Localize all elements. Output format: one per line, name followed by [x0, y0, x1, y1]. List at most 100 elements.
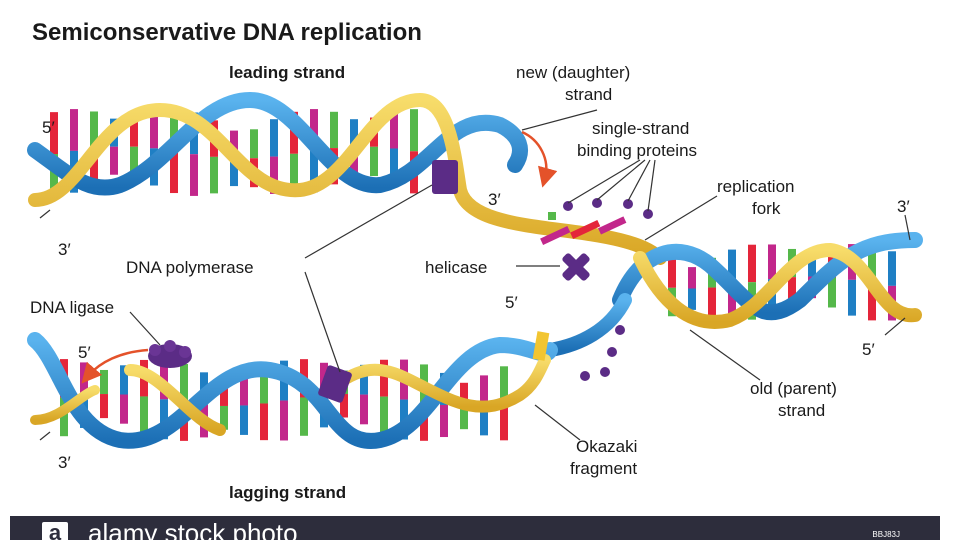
base-pair-rung: [290, 153, 298, 196]
base-pair-rung: [440, 404, 448, 438]
ssb-label-line2: binding proteins: [577, 141, 697, 160]
base-pair-rung: [688, 267, 696, 289]
base-pair-rung: [190, 154, 198, 196]
base-pair-rung: [70, 109, 78, 151]
base-pair-rung: [708, 287, 716, 318]
leading-new-strand-ribbon: [27, 91, 528, 196]
diagram-title: Semiconservative DNA replication: [32, 19, 422, 46]
base-pair-rung: [688, 288, 696, 310]
base-pair-rung: [90, 111, 98, 149]
base-pair-rung: [390, 110, 398, 149]
base-pair-rung: [370, 146, 378, 177]
base-pair-rung: [270, 119, 278, 157]
base-pair-rung: [150, 111, 158, 149]
end-label-leading-left-bottom: 3′: [58, 240, 71, 259]
end-label-parent-right-top: 3′: [897, 197, 910, 216]
base-pair-rung: [360, 394, 368, 425]
base-pair-rung: [828, 277, 836, 308]
new-strand-label-line2: strand: [565, 85, 612, 104]
base-pair-rung: [170, 151, 178, 194]
lagging-new-strand-ribbon: [324, 354, 551, 413]
base-pair-rung: [480, 405, 488, 436]
lagging-old-strand-ribbon: [27, 332, 558, 449]
base-pair-rung: [728, 285, 736, 321]
base-pair-rung: [460, 382, 468, 406]
alamy-logo: a: [42, 522, 68, 544]
fork-single-strand-bases: [540, 212, 627, 245]
base-pair-rung: [170, 109, 178, 152]
base-pair-rung: [340, 394, 348, 418]
stock-photo-footer: a alamy stock photo BBJ83J: [10, 516, 940, 546]
end-label-lagging-left-top: 5′: [78, 343, 91, 362]
base-pair-rung: [848, 279, 856, 316]
lagging-strand-helix: [27, 331, 558, 449]
okazaki-label-line2: fragment: [570, 459, 637, 478]
single-strand-binding-proteins: [563, 198, 653, 381]
leading-direction-arrow: [521, 130, 558, 188]
base-pair-rung: [310, 109, 318, 151]
dna-polymerase-lagging: [318, 365, 352, 403]
base-pair-rung: [270, 156, 278, 194]
base-pair-rung: [728, 249, 736, 286]
base-pair-rung: [768, 244, 776, 280]
base-pair-rung: [120, 365, 128, 395]
base-pair-rung: [300, 397, 308, 436]
base-pair-rung: [50, 112, 58, 155]
helicase-enzyme: [562, 253, 590, 281]
base-pair-rung: [110, 146, 118, 175]
base-pair-rung: [410, 109, 418, 152]
lagging-strand-label: lagging strand: [229, 483, 346, 502]
footer-text: alamy stock photo: [88, 518, 298, 548]
image-code: BBJ83J: [872, 530, 900, 539]
end-label-leading-new-end: 3′: [488, 190, 501, 209]
base-pair-rung: [788, 277, 796, 306]
base-pair-rung: [120, 394, 128, 424]
base-pair-rung: [350, 119, 358, 147]
base-pair-rung: [280, 400, 288, 441]
base-pair-rung: [888, 251, 896, 286]
base-pair-rung: [220, 382, 228, 406]
lagging-fork-fragment: [532, 331, 550, 361]
dna-ligase-label: DNA ligase: [30, 298, 114, 317]
parent-gold-strand-ribbon: [633, 242, 922, 329]
base-pair-rung: [100, 394, 108, 419]
base-pair-rung: [330, 111, 338, 149]
base-pair-rung: [230, 158, 238, 187]
base-pair-rung: [160, 399, 168, 440]
end-label-lagging-fork-end: 5′: [505, 293, 518, 312]
base-pair-rung: [390, 148, 398, 187]
ssb-label-line1: single-strand: [592, 119, 689, 138]
base-pair-rung: [210, 156, 218, 194]
fork-split-strand: [543, 293, 632, 357]
parent-helix: [543, 232, 923, 357]
base-pair-rung: [260, 403, 268, 441]
base-pair-rung: [868, 245, 876, 283]
base-pair-rung: [360, 364, 368, 395]
base-pair-rung: [100, 369, 108, 395]
leader-lines: [39, 109, 911, 441]
base-pair-rung: [240, 405, 248, 435]
base-pair-rung: [380, 359, 388, 397]
base-pair-rung: [60, 397, 68, 437]
dna-polymerase-label: DNA polymerase: [126, 258, 254, 277]
base-pair-rung: [868, 282, 876, 321]
base-pair-rung: [130, 118, 138, 147]
base-pair-rung: [230, 130, 238, 159]
lagging-left-new-ribbon: [30, 385, 100, 425]
end-label-leading-left-top: 5′: [42, 118, 55, 137]
base-pair-rung: [460, 405, 468, 430]
base-pair-rung: [260, 366, 268, 404]
base-pair-rung: [748, 244, 756, 283]
okazaki-fragment-ribbon: [124, 364, 226, 436]
base-pair-rung: [240, 376, 248, 406]
base-pair-rung: [90, 148, 98, 185]
dna-ligase-enzyme: [148, 340, 192, 368]
lagging-direction-arrow: [81, 348, 149, 384]
base-pair-rung: [380, 396, 388, 434]
fork-label-line2: fork: [752, 199, 781, 218]
base-pair-rung: [668, 259, 676, 288]
okazaki-label-line1: Okazaki: [576, 437, 637, 456]
base-pair-rung: [808, 254, 816, 277]
base-pair-rung: [130, 146, 138, 176]
